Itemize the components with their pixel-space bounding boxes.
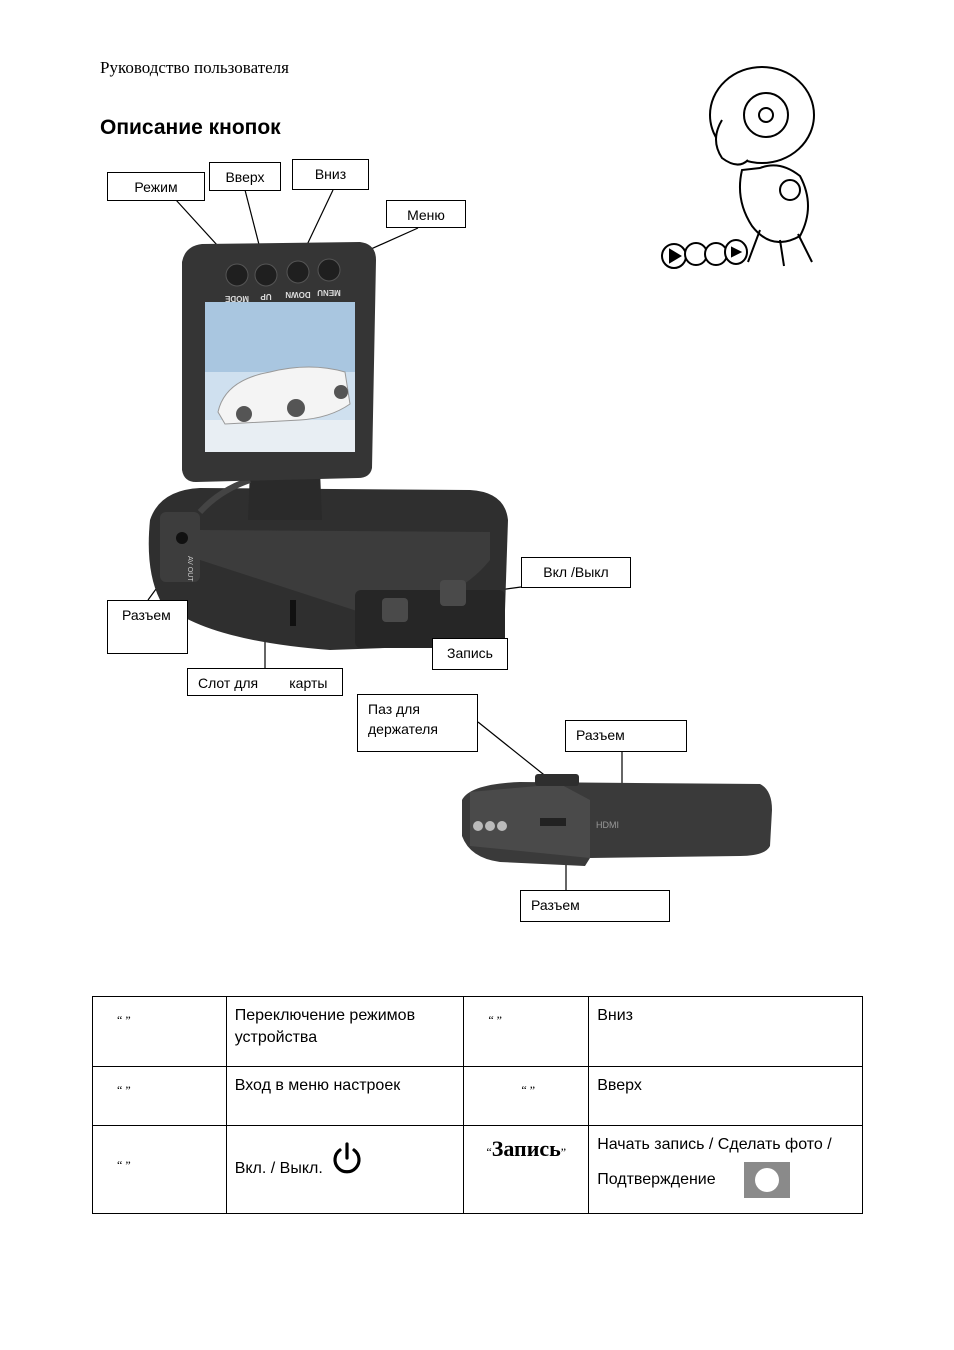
av-out-label: AV OUT [186,556,193,582]
callout-record: Запись [432,638,508,670]
power-button-device [440,580,466,606]
callout-connector-bottom: Разъем [520,890,670,922]
table-cell-description: Вкл. / Выкл. [225,1125,465,1214]
up-label: UP [260,292,272,301]
table-row: “ ” Вкл. / Выкл. “Запись” Начать запись … [92,1125,863,1214]
table-cell-label: “ ” [463,1066,590,1126]
mode-label: MODE [224,294,249,303]
camera-screen-panel: MODE UP DOWN MENU AV OUT [182,242,376,582]
up-button-device [254,263,278,287]
record-label: Запись [491,1136,561,1161]
record-button-icon [743,1162,790,1198]
menu-button-device [317,258,341,282]
callout-down: Вниз [292,159,369,190]
callout-up: Вверх [209,162,281,191]
camera-hinge [248,470,322,520]
callout-mode: Режим [107,172,205,201]
power-description: Вкл. / Выкл. [234,1160,323,1177]
callout-power: Вкл /Выкл [521,557,631,588]
power-icon [333,1142,361,1174]
callout-connector-top: Разъем [565,720,687,752]
table-cell-description: Вниз [588,996,863,1067]
document-header: Руководство пользователя [100,58,289,77]
table-cell-label: “ ” [92,1066,227,1126]
car-image [217,366,351,425]
callout-holder-slot: Паз для держателя [357,694,478,752]
table-cell-label: “ ” [92,996,227,1067]
table-cell-description: Переключение режимов устройства [225,996,465,1067]
device-illustration: MODE UP DOWN MENU AV OUT HDMI [147,66,815,890]
callout-card-slot: Слот для карты [187,668,343,696]
callout-connector-left: Разъем [107,600,188,654]
table-cell-description: Вход в меню настроек [225,1066,465,1126]
table-cell-description: Вверх [588,1066,863,1126]
table-cell-label: “ ” [463,996,590,1067]
record-description-line2: Подтверждение [597,1171,716,1188]
table-row: “ ” Переключение режимов устройства “ ” … [92,996,863,1067]
down-button-device [286,260,310,284]
av-out-jack [176,532,188,544]
mode-button-device [225,263,249,287]
section-title: Описание кнопок [100,116,281,139]
table-cell-description: Начать запись / Сделать фото / Подтвержд… [588,1125,863,1214]
card-slot-opening [290,600,296,626]
record-description-line1: Начать запись / Сделать фото / [597,1136,832,1153]
down-label: DOWN [285,290,311,299]
camera-base [148,488,508,650]
holder-slot [535,774,579,786]
callout-menu: Меню [386,200,466,228]
record-button-device [382,598,408,622]
buttons-table: “ ” Переключение режимов устройства “ ” … [92,996,863,1214]
camera-side-view: HDMI [462,774,772,866]
hdmi-label: HDMI [596,820,619,830]
menu-label: MENU [317,288,341,297]
table-cell-label: “Запись” [463,1125,590,1214]
table-cell-label: “ ” [92,1125,227,1214]
robot-mascot-illustration [661,66,815,269]
table-row: “ ” Вход в меню настроек “ ” Вверх [92,1066,863,1126]
